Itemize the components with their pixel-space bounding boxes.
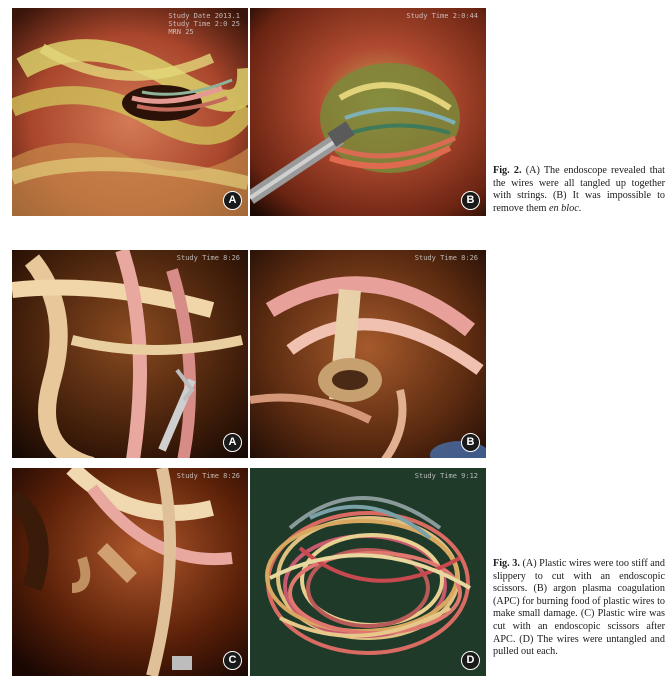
fig2-panel-a-label: A <box>223 191 242 210</box>
fig3-panel-c-label: C <box>223 651 242 670</box>
fig3-panel-b: Study Time 8:26 B <box>250 250 486 458</box>
fig3-panel-b-label: B <box>461 433 480 452</box>
fig2-panel-a: Study Date 2013.1 Study Time 2:0 25 MRN … <box>12 8 248 216</box>
fig2-caption-italic: en bloc <box>549 202 579 214</box>
fig3-panel-a: Study Time 8:26 A <box>12 250 248 458</box>
fig2-panel-b-overlay: Study Time 2:0:44 <box>406 12 478 20</box>
fig2-panel-b: Study Time 2:0:44 B <box>250 8 486 216</box>
fig2-caption-text: (A) The endoscope revealed that the wire… <box>493 165 665 214</box>
fig3-panel-d-image <box>250 468 486 676</box>
fig3-panel-b-overlay: Study Time 8:26 <box>414 254 478 262</box>
fig3-panel-b-image <box>250 250 486 458</box>
fig3-panel-a-image <box>12 250 248 458</box>
fig3-caption-text: (A) Plastic wires were too stiff and sli… <box>493 558 665 658</box>
fig3-panel-c-overlay: Study Time 8:26 <box>176 472 240 480</box>
fig3-panel-c-image <box>12 468 248 676</box>
fig3-panel-d-overlay: Study Time 9:12 <box>414 472 478 480</box>
fig2-caption-label: Fig. 2. <box>493 165 522 176</box>
fig3-panel-a-label: A <box>223 433 242 452</box>
fig3-panel-d: Study Time 9:12 D <box>250 468 486 676</box>
fig3-panel-d-label: D <box>461 651 480 670</box>
fig3-panel-c: Study Time 8:26 C <box>12 468 248 676</box>
fig2-caption-end: . <box>578 202 582 214</box>
fig2-panel-b-image <box>250 8 486 216</box>
fig3-caption-label: Fig. 3. <box>493 558 520 569</box>
fig2-caption: Fig. 2. (A) The endoscope revealed that … <box>493 165 665 215</box>
fig3-caption: Fig. 3. (A) Plastic wires were too stiff… <box>493 558 665 659</box>
fig2-panel-a-image <box>12 8 248 216</box>
fig2-panel-a-overlay: Study Date 2013.1 Study Time 2:0 25 MRN … <box>168 12 240 36</box>
fig3-panel-a-overlay: Study Time 8:26 <box>176 254 240 262</box>
fig2-panel-b-label: B <box>461 191 480 210</box>
